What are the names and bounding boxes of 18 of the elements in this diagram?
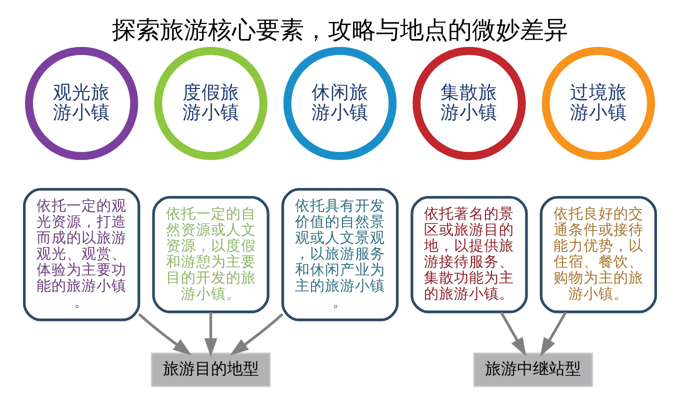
node-box: 依托著名的景区或旅游目的地，以提供旅游接待服务、集散功能为主的旅游小镇。 <box>410 196 528 314</box>
arrow <box>540 312 566 356</box>
node-box: 旅游目的地型 <box>150 352 270 388</box>
node-box: 依托具有开发价值的自然景观或人文景观，以旅游服务和休闲产业为主的旅游小镇。 <box>280 188 398 322</box>
node-circle: 休闲旅游小镇 <box>282 46 396 160</box>
node-circle: 度假旅游小镇 <box>154 46 267 160</box>
node-box: 依托一定的自然资源或人文资源，以度假和游憩为主要目的开发的旅游小镇。 <box>152 196 269 314</box>
node-circle: 过境旅游小镇 <box>541 46 654 160</box>
node-box: 依托良好的交通条件或接待能力优势，以住宿、餐饮、购物为主的旅游小镇。 <box>539 196 656 314</box>
node-circle: 集散旅游小镇 <box>412 46 526 160</box>
arrow <box>204 312 217 357</box>
node-circle: 观光旅游小镇 <box>24 46 138 160</box>
diagram-title: 探索旅游核心要素，攻略与地点的微妙差异 <box>112 16 568 44</box>
node-box: 旅游中继站型 <box>472 352 593 388</box>
node-box: 依托一定的观光资源，打造而成的以旅游观光、观赏、体验为主要功能的旅游小镇。 <box>22 188 140 322</box>
arrow <box>500 312 526 356</box>
arrow <box>229 313 283 356</box>
arrow <box>138 313 192 356</box>
